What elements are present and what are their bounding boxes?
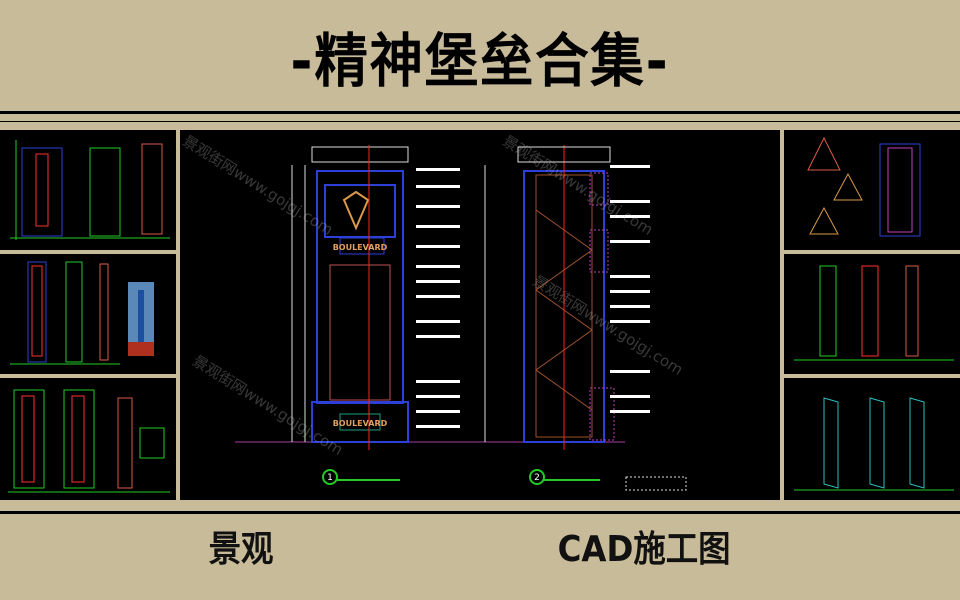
annotation-leader bbox=[416, 295, 460, 298]
thumbnail-drawing-left-3[interactable] bbox=[0, 378, 176, 500]
annotation-leader bbox=[610, 395, 650, 398]
annotation-leader bbox=[416, 225, 460, 228]
annotation-leader bbox=[416, 335, 460, 338]
annotation-leader bbox=[416, 395, 460, 398]
annotation-leader bbox=[416, 280, 460, 283]
annotation-leader bbox=[416, 380, 460, 383]
annotation-leader bbox=[610, 200, 650, 203]
annotation-leader bbox=[610, 165, 650, 168]
drawing-number-2: 2 bbox=[534, 473, 540, 483]
sign-label-top: BOULEVARD bbox=[333, 243, 388, 252]
annotation-leader bbox=[610, 305, 650, 308]
annotation-leader bbox=[610, 275, 650, 278]
thumbnail-drawing-left-1[interactable] bbox=[0, 130, 176, 250]
annotation-leader bbox=[610, 240, 650, 243]
annotation-leader bbox=[610, 410, 650, 413]
thumbnail-drawing-right-2[interactable] bbox=[784, 254, 960, 374]
annotation-leader bbox=[416, 425, 460, 428]
page-title: -精神堡垒合集- bbox=[290, 27, 670, 95]
annotation-leader bbox=[610, 215, 650, 218]
annotation-leader bbox=[610, 370, 650, 373]
divider bbox=[0, 511, 960, 514]
footer-caption-left: 景观 bbox=[208, 529, 274, 570]
footer-caption-right: CAD施工图 bbox=[557, 529, 731, 570]
main-cad-drawing[interactable]: BOULEVARD BOULEVARD 1 2 景观街网www.gojgj.co… bbox=[180, 130, 780, 500]
annotation-leader bbox=[416, 205, 460, 208]
annotation-leader bbox=[416, 185, 460, 188]
thumbnail-drawing-right-3[interactable] bbox=[784, 378, 960, 500]
divider bbox=[0, 111, 960, 114]
thumbnail-drawing-left-2[interactable] bbox=[0, 254, 176, 374]
sign-label-base: BOULEVARD bbox=[333, 419, 388, 428]
annotation-leader bbox=[416, 320, 460, 323]
drawing-number-1: 1 bbox=[327, 473, 333, 483]
divider bbox=[0, 121, 960, 122]
annotation-leader bbox=[610, 320, 650, 323]
annotation-leader bbox=[416, 245, 460, 248]
annotation-leader bbox=[610, 290, 650, 293]
annotation-leader bbox=[416, 168, 460, 171]
annotation-leader bbox=[416, 410, 460, 413]
annotation-leader bbox=[416, 265, 460, 268]
thumbnail-drawing-right-1[interactable] bbox=[784, 130, 960, 250]
